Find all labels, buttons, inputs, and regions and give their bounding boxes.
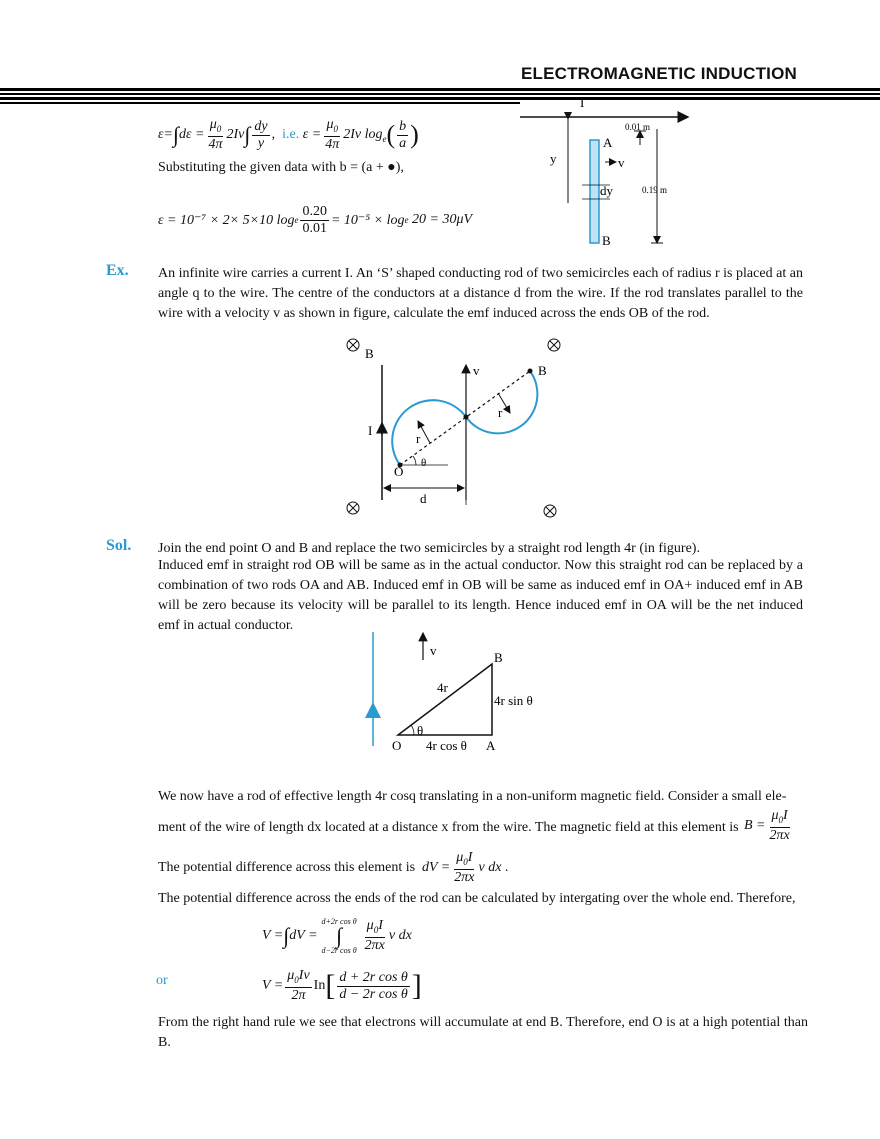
page-header-title: ELECTROMAGNETIC INDUCTION (520, 64, 797, 83)
solution-p2b: ment of the wire of length dx located at… (158, 820, 739, 835)
cross-mark-icon (346, 501, 360, 515)
radius-label-2: r (498, 405, 503, 420)
field-b-label: B (365, 346, 374, 361)
distance-d-label: d (420, 491, 427, 506)
end-b-label: B (538, 363, 547, 378)
ie-label: i.e. (282, 127, 300, 142)
header-rule (0, 88, 880, 91)
semicircle-upper (465, 370, 539, 435)
s-rod-diagram: B I v B r r θ O d (346, 338, 561, 518)
current-i-label: I (368, 423, 372, 438)
triangle-shape (395, 662, 493, 736)
header-rule (0, 102, 520, 104)
wire-current-label: I (580, 95, 584, 110)
horizontal-side-label: 4r cos θ (426, 738, 467, 753)
solution-paragraph: Induced emf in straight rod OB will be s… (158, 558, 803, 633)
dist-001-label: 0.01 m (625, 122, 650, 132)
radius-label-1: r (416, 431, 421, 446)
header-rule (0, 93, 880, 95)
a-label: A (603, 135, 613, 150)
y-label: y (550, 151, 557, 166)
triangle-diagram: v θ B 4r 4r sin θ O 4r cos θ A (365, 631, 533, 753)
end-o-label: O (394, 464, 403, 479)
rod-rect (589, 139, 600, 244)
vertex-a-label: A (486, 738, 496, 753)
substitution-text: Substituting the given data with b = (a … (158, 160, 404, 175)
dy-label: dy (600, 183, 614, 198)
eq2-frac-den: 0.01 (302, 220, 327, 236)
cross-mark-icon (547, 338, 561, 352)
solution-last: From the right hand rule we see that ele… (158, 1015, 808, 1050)
or-label: or (156, 973, 168, 988)
solution-p4: The potential difference across the ends… (158, 891, 796, 906)
cross-mark-icon (346, 338, 360, 352)
b-label: B (602, 233, 611, 248)
eq2-part1: ε = 10⁻⁷ × 2× 5×10 log (158, 212, 295, 228)
solution-p3: The potential difference across this ele… (158, 860, 416, 875)
solution-p2a: We now have a rod of effective length 4r… (158, 789, 787, 804)
vertical-side-label: 4r sin θ (494, 693, 533, 708)
semicircle-lower (391, 399, 467, 466)
theta-label: θ (421, 457, 426, 469)
eq2-part3: 20 = 30μV (412, 212, 473, 227)
dist-019-label: 0.19 m (642, 185, 667, 195)
v-label: v (618, 155, 625, 170)
solution-line1: Join the end point O and B and replace t… (158, 541, 700, 556)
theta-label: θ (417, 723, 423, 738)
velocity-label: v (430, 643, 437, 658)
vertex-o-label: O (392, 738, 401, 753)
rod-near-wire-diagram: I y A v dy B 0.01 m 0.19 m (520, 95, 690, 248)
velocity-label: v (473, 363, 480, 378)
solution-tag: Sol. (106, 537, 132, 554)
example-text: An infinite wire carries a current I. An… (158, 266, 803, 321)
header-rule (0, 97, 880, 100)
vertex-b-label: B (494, 650, 503, 665)
eq2-frac-num: 0.20 (300, 203, 329, 221)
example-tag: Ex. (106, 262, 129, 279)
eq-prefix: ε= (158, 127, 173, 142)
eq2-part2: = 10⁻⁵ × log (330, 212, 405, 228)
hypotenuse-label: 4r (437, 680, 449, 695)
cross-mark-icon (543, 504, 557, 518)
